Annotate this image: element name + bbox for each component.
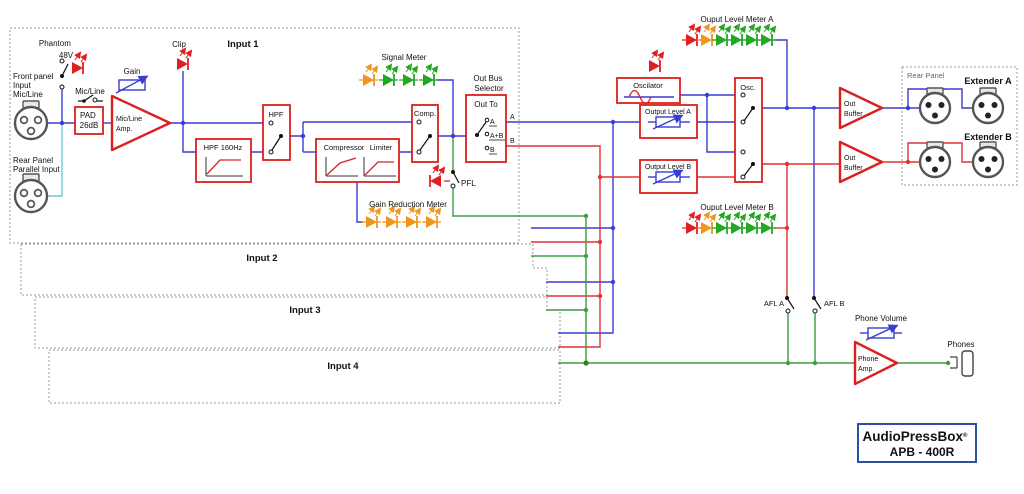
signal-meter-label: Signal Meter xyxy=(382,53,427,62)
out-b-label: B xyxy=(510,138,515,145)
extender-a-label: Extender A xyxy=(964,76,1012,86)
limiter-label: Limiter xyxy=(370,143,393,152)
sel-a-label: A xyxy=(490,119,495,126)
gain-label: Gain xyxy=(124,67,141,76)
mic-line-pad-switch xyxy=(78,94,103,103)
mic-line-amp-label: Mic/Line Amp. xyxy=(116,116,144,133)
phones-label: Phones xyxy=(947,340,974,349)
signal-meter-leds xyxy=(359,63,439,86)
input2-frame xyxy=(20,243,548,296)
afl-a-label: AFL A xyxy=(764,299,784,308)
hpf-switch-box xyxy=(262,104,291,161)
input4-title: Input 4 xyxy=(327,361,359,372)
compressor-curve xyxy=(325,157,358,177)
output-level-meter-a-leds xyxy=(682,23,777,46)
input4-frame xyxy=(48,349,561,404)
pad-label: PAD 26dB xyxy=(80,111,99,130)
oscillator-label: Oscilator xyxy=(633,81,663,90)
hpf-filter-label: HPF 160Hz xyxy=(204,143,243,152)
phone-volume-pot xyxy=(860,324,902,341)
extender-b-xlr-1 xyxy=(918,141,952,179)
input1-title: Input 1 xyxy=(227,39,259,50)
out-to-switch xyxy=(475,117,505,155)
out-buffer-b xyxy=(838,140,884,184)
input3-title: Input 3 xyxy=(289,305,320,316)
output-level-meter-b-label: Ouput Level Meter B xyxy=(700,203,773,212)
junction-dots xyxy=(59,92,951,366)
rear-panel-label: Rear Panel xyxy=(907,71,945,80)
limiter-curve xyxy=(363,157,396,177)
afl-a-switch xyxy=(785,296,795,314)
out-to-label: Out To xyxy=(474,100,498,109)
phones-jack xyxy=(950,350,974,377)
comp-switch-box xyxy=(411,104,439,163)
phone-amp xyxy=(853,340,899,386)
sine-symbol xyxy=(628,89,652,105)
out-buffer-b-label: Out Buffer xyxy=(844,155,863,172)
afl-b-switch xyxy=(812,296,822,314)
afl-b-label: AFL B xyxy=(824,299,845,308)
hpf-switch-label: HPF xyxy=(269,110,284,119)
output-level-a-pot xyxy=(648,114,690,130)
comp-switch-label: Comp. xyxy=(414,109,436,118)
clip-led xyxy=(177,47,193,70)
pfl-led xyxy=(429,164,446,187)
compressor-label: Compressor xyxy=(324,143,365,152)
gain-reduction-meter-leds xyxy=(362,205,442,228)
out-to-box xyxy=(465,94,507,163)
phone-amp-label: Phone Amp. xyxy=(858,356,880,373)
osc-switch-a xyxy=(740,92,755,125)
oscillator-box xyxy=(616,77,681,104)
brand-name: AudioPressBox xyxy=(863,429,964,444)
hpf-switch xyxy=(268,120,283,155)
front-panel-xlr xyxy=(13,100,49,141)
input2-title: Input 2 xyxy=(246,253,277,264)
out-bus-selector-label: Out Bus Selector xyxy=(473,74,504,93)
phantom-switch xyxy=(59,58,69,90)
out-buffer-a xyxy=(838,86,884,130)
extender-a-xlr-1 xyxy=(918,87,952,125)
compressor-limiter-box xyxy=(315,138,400,183)
gain-reduction-meter-label: Gain Reduction Meter xyxy=(369,200,447,209)
sel-b-label: B xyxy=(490,147,495,154)
front-input-label: Front panel Input Mic/Line xyxy=(13,72,56,99)
registered-mark: ® xyxy=(963,432,968,439)
out-a-label: A xyxy=(510,114,515,121)
out-buffer-a-label: Out Buffer xyxy=(844,101,863,118)
osc-switch-label: Osc. xyxy=(740,83,755,92)
pfl-switch xyxy=(450,170,460,189)
rear-panel-xlr xyxy=(13,173,49,214)
svg-text:AudioPressBox®: AudioPressBox® xyxy=(863,429,969,444)
phone-volume-label: Phone Volume xyxy=(855,314,908,323)
extender-a-xlr-2 xyxy=(971,87,1005,125)
pfl-label: PFL xyxy=(461,179,476,188)
osc-led xyxy=(649,49,665,72)
sel-ab-label: A+B xyxy=(490,133,504,140)
model-number: APB - 400R xyxy=(890,445,955,459)
brand-logo: AudioPressBox® APB - 400R xyxy=(857,423,977,463)
wires-green xyxy=(452,136,950,364)
hpf-curve xyxy=(205,157,243,177)
rear-panel-frame xyxy=(901,66,1018,186)
output-level-meter-b-leds xyxy=(682,211,777,234)
mic-line-amp xyxy=(110,94,172,152)
wires-blue xyxy=(48,39,973,334)
osc-switch-box xyxy=(734,77,763,183)
clip-label: Clip xyxy=(172,40,186,49)
phantom-label: Phantom 48V xyxy=(39,39,74,60)
comp-switch xyxy=(416,119,432,155)
output-level-a-label: Output Level A xyxy=(645,109,691,116)
pad-box xyxy=(74,106,104,135)
output-level-b-label: Output Level B xyxy=(645,164,692,171)
mic-line-switch-label: Mic/Line xyxy=(75,87,105,96)
extender-b-label: Extender B xyxy=(964,132,1012,142)
wire-parallel-input xyxy=(48,124,63,197)
rear-input-label: Rear Panel Parallel Input xyxy=(13,156,60,174)
output-level-b-pot xyxy=(648,169,690,185)
output-level-meter-a-label: Ouput Level Meter A xyxy=(701,15,775,24)
osc-switch-b xyxy=(740,149,755,180)
phantom-led xyxy=(72,51,88,74)
gain-pot xyxy=(115,75,149,94)
extender-b-xlr-2 xyxy=(971,141,1005,179)
